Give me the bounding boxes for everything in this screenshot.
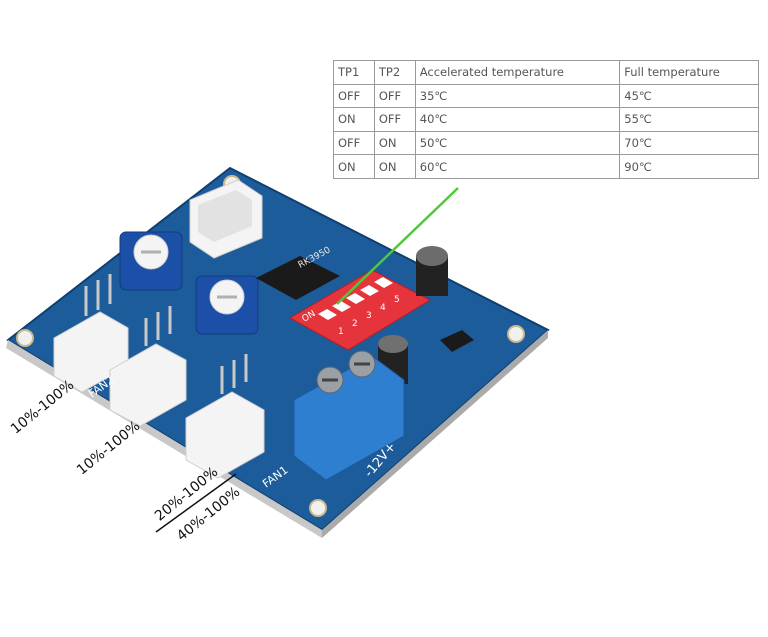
dip-switch-key[interactable] bbox=[360, 285, 379, 296]
table-cell: 90℃ bbox=[619, 154, 759, 179]
table-header-cell: TP1 bbox=[333, 60, 375, 85]
top-connector bbox=[189, 179, 263, 259]
table-cell: 45℃ bbox=[619, 83, 759, 109]
table-cell: 55℃ bbox=[619, 107, 759, 132]
table-cell: ON bbox=[333, 154, 375, 179]
table-cell: 70℃ bbox=[619, 130, 759, 156]
dip-switch-key[interactable] bbox=[374, 277, 393, 288]
table-header-cell: Full temperature bbox=[619, 60, 759, 85]
table-header-cell: Accelerated temperature bbox=[414, 60, 621, 85]
table-header-cell: TP2 bbox=[373, 60, 416, 85]
table-cell: 40℃ bbox=[414, 107, 621, 132]
table-cell: OFF bbox=[373, 107, 416, 132]
mounting-hole bbox=[16, 329, 34, 347]
dip-switch-number: 2 bbox=[352, 319, 358, 329]
fan-connector-fan1[interactable] bbox=[185, 354, 265, 479]
transistor bbox=[440, 330, 474, 352]
dip-switch-number: 4 bbox=[380, 303, 386, 313]
capacitor-1 bbox=[416, 246, 448, 296]
fan-connector-fan2[interactable] bbox=[109, 306, 187, 427]
dip-switch-number: 3 bbox=[366, 311, 372, 321]
table-cell: ON bbox=[373, 130, 416, 156]
table-cell: 60℃ bbox=[414, 154, 621, 179]
table-cell: ON bbox=[373, 154, 416, 179]
table-cell: OFF bbox=[373, 83, 416, 109]
dip-switch-key[interactable] bbox=[318, 309, 337, 320]
potentiometer-1[interactable] bbox=[119, 231, 183, 291]
table-cell: ON bbox=[333, 107, 375, 132]
mounting-hole bbox=[309, 499, 327, 517]
label-divider-line bbox=[155, 473, 237, 533]
dip-switch-key[interactable] bbox=[346, 293, 365, 304]
pointer-line bbox=[336, 187, 459, 305]
potentiometer-2[interactable] bbox=[195, 275, 259, 335]
mounting-hole bbox=[507, 325, 525, 343]
dip-switch-number: 1 bbox=[338, 327, 344, 337]
table-cell: OFF bbox=[333, 130, 375, 156]
table-cell: 50℃ bbox=[414, 130, 621, 156]
dip-switch-key[interactable] bbox=[332, 301, 351, 312]
power-terminal-block[interactable] bbox=[293, 350, 405, 481]
table-cell: OFF bbox=[333, 83, 375, 109]
dip-switch-number: 5 bbox=[394, 295, 400, 305]
pcb-edge-right bbox=[322, 330, 548, 538]
table-cell: 35℃ bbox=[414, 83, 621, 109]
